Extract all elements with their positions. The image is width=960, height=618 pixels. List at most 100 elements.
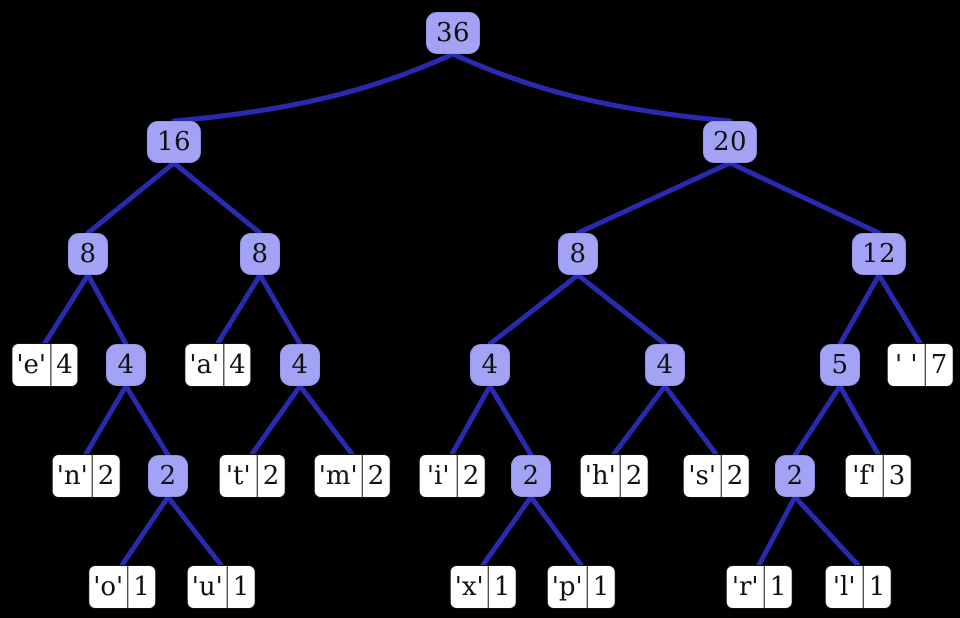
- tree-edge: [85, 160, 177, 236]
- internal-node: 2: [775, 455, 815, 497]
- tree-edge: [837, 383, 881, 457]
- tree-edge: [528, 494, 584, 568]
- leaf-character: 'o': [89, 566, 129, 608]
- leaf-character: 'i': [420, 455, 458, 497]
- leaf-frequency: 7: [930, 350, 948, 380]
- leaf-node: 't'2: [218, 454, 286, 498]
- leaf-character: ' ': [888, 344, 926, 386]
- internal-node: 20: [702, 121, 758, 163]
- tree-edge: [611, 383, 668, 457]
- leaf-node: 'i'2: [418, 454, 486, 498]
- tree-edge: [792, 383, 843, 458]
- node-weight: 16: [156, 127, 192, 157]
- tree-edge: [480, 494, 534, 568]
- node-weight: 5: [831, 350, 849, 380]
- tree-edge: [119, 494, 171, 568]
- node-weight: 36: [435, 18, 471, 48]
- internal-node: 8: [68, 233, 108, 275]
- leaf-node: 'l'1: [824, 565, 892, 609]
- leaf-frequency: 2: [625, 461, 643, 491]
- leaf-frequency: 4: [56, 350, 73, 380]
- tree-edge: [42, 272, 91, 346]
- leaf-character: 'm': [315, 455, 363, 497]
- leaf-character: 'e': [12, 344, 52, 386]
- internal-node: 8: [240, 233, 280, 275]
- leaf-frequency: 1: [592, 572, 610, 602]
- node-weight: 2: [786, 461, 804, 491]
- node-weight: 4: [291, 350, 309, 380]
- leaf-character: 's': [684, 455, 722, 497]
- tree-edge: [215, 272, 263, 346]
- leaf-character: 'h': [581, 455, 621, 497]
- leaf-node: 's'2: [682, 454, 750, 498]
- leaf-character: 'f': [846, 455, 884, 497]
- tree-edge: [85, 272, 129, 347]
- node-weight: 4: [656, 350, 674, 380]
- internal-node: 36: [425, 12, 481, 54]
- tree-edge: [249, 383, 303, 457]
- leaf-node: 'r'1: [725, 565, 793, 609]
- tree-edge: [876, 272, 923, 346]
- leaf-node: 'f'3: [844, 454, 912, 498]
- leaf-node: 'x'1: [449, 565, 517, 609]
- node-weight: 8: [251, 239, 269, 269]
- leaf-character: 'r': [727, 566, 765, 608]
- leaf-node: 'a'4: [184, 343, 252, 387]
- leaf-frequency: 2: [367, 461, 385, 491]
- leaf-character: 't': [220, 455, 258, 497]
- leaf-node: 'u'1: [186, 565, 256, 609]
- leaf-character: 'n': [53, 455, 93, 497]
- leaf-frequency: 2: [462, 461, 480, 491]
- internal-node: 2: [511, 455, 551, 497]
- internal-node: 2: [148, 455, 188, 497]
- leaf-frequency: 1: [232, 572, 250, 602]
- internal-node: 8: [558, 233, 598, 275]
- tree-edge: [575, 160, 733, 236]
- leaf-node: 'o'1: [88, 565, 156, 609]
- leaf-character: 'l': [826, 566, 864, 608]
- node-weight: 4: [481, 350, 499, 380]
- leaf-node: 'e'4: [11, 343, 79, 387]
- tree-edge: [450, 51, 733, 124]
- node-weight: 8: [79, 239, 97, 269]
- internal-node: 4: [470, 344, 510, 386]
- node-weight: 8: [569, 239, 587, 269]
- tree-edge: [83, 383, 129, 457]
- internal-node: 16: [146, 121, 202, 163]
- leaf-node: 'h'2: [579, 454, 649, 498]
- internal-node: 5: [820, 344, 860, 386]
- leaf-frequency: 2: [262, 461, 280, 491]
- leaf-node: 'p'1: [546, 565, 616, 609]
- tree-edge: [792, 494, 861, 568]
- node-weight: 12: [861, 239, 897, 269]
- leaf-frequency: 4: [229, 350, 246, 380]
- tree-edge: [171, 51, 456, 124]
- tree-edge: [727, 160, 882, 236]
- leaf-frequency: 1: [493, 572, 511, 602]
- tree-edge: [449, 383, 493, 457]
- tree-edge: [257, 272, 303, 347]
- node-weight: 20: [712, 127, 748, 157]
- node-weight: 2: [522, 461, 540, 491]
- leaf-frequency: 1: [769, 572, 787, 602]
- leaf-character: 'a': [185, 344, 225, 386]
- tree-edge: [165, 494, 224, 568]
- tree-edge: [487, 383, 534, 458]
- tree-edge: [756, 494, 798, 568]
- leaf-frequency: 1: [133, 572, 150, 602]
- tree-edge: [171, 160, 263, 236]
- leaf-node: 'm'2: [313, 454, 391, 498]
- internal-node: 4: [645, 344, 685, 386]
- node-weight: 2: [159, 461, 177, 491]
- tree-edge: [837, 272, 882, 347]
- leaf-character: 'u': [188, 566, 228, 608]
- tree-edge: [297, 383, 355, 457]
- leaf-frequency: 3: [888, 461, 906, 491]
- tree-edge: [575, 272, 668, 347]
- leaf-frequency: 2: [726, 461, 744, 491]
- leaf-character: 'p': [548, 566, 588, 608]
- tree-edge: [487, 272, 581, 347]
